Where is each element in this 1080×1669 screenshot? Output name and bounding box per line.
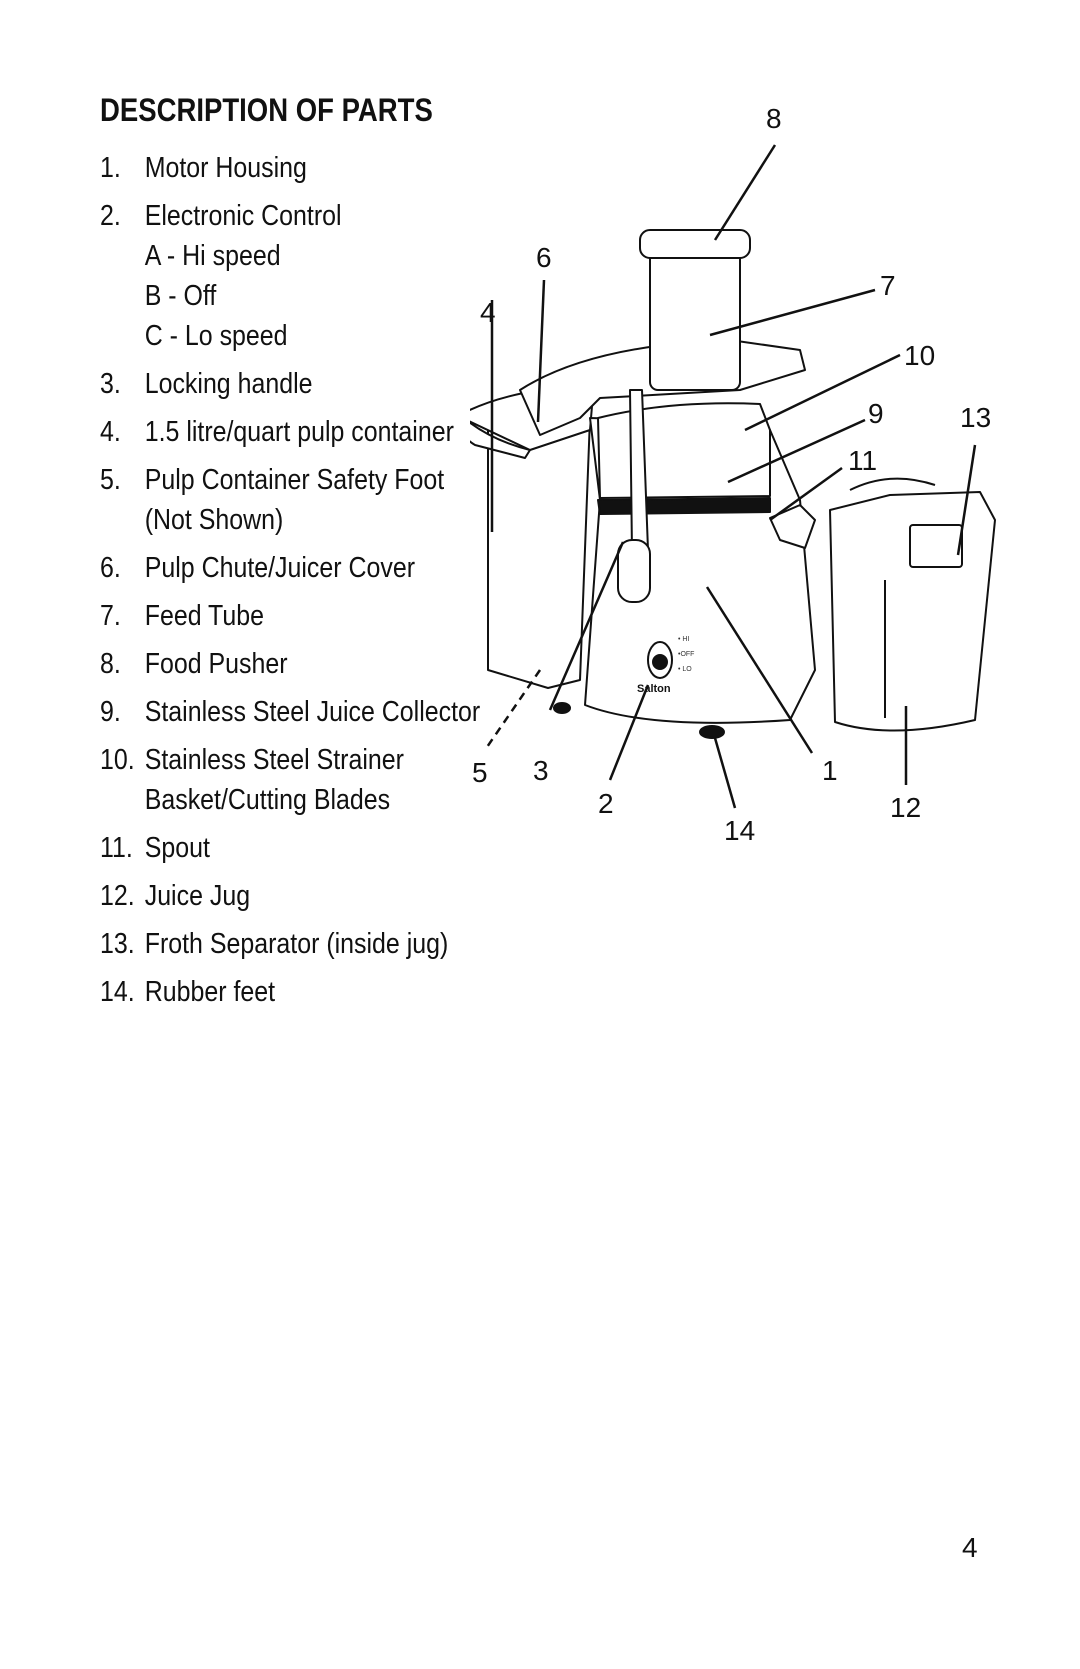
control-label-off: •OFF bbox=[678, 651, 694, 658]
rubber-foot bbox=[699, 725, 725, 739]
part-item: 1.Motor Housing bbox=[100, 152, 307, 184]
callout-8: 8 bbox=[766, 103, 782, 134]
brand-logo: Salton bbox=[637, 683, 671, 695]
callout-13: 13 bbox=[960, 402, 991, 433]
callout-9: 9 bbox=[868, 398, 884, 429]
page-number: 4 bbox=[962, 1532, 978, 1563]
page-title: DESCRIPTION OF PARTS bbox=[100, 92, 433, 128]
food-pusher bbox=[639, 229, 751, 259]
part-item: 6.Pulp Chute/Juicer Cover bbox=[100, 552, 416, 584]
callout-12: 12 bbox=[890, 792, 921, 823]
callout-11: 11 bbox=[848, 445, 877, 476]
part-item: 5.Pulp Container Safety Foot(Not Shown) bbox=[100, 464, 445, 536]
callout-6: 6 bbox=[536, 242, 552, 273]
juicer-diagram: • HI •OFF • LO Salton 8 6 7 4 10 9 13 11… bbox=[470, 103, 996, 846]
callout-1: 1 bbox=[822, 755, 838, 786]
control-label-lo: • LO bbox=[678, 666, 692, 673]
callout-2: 2 bbox=[598, 788, 614, 819]
callout-3: 3 bbox=[533, 755, 549, 786]
part-item: 8.Food Pusher bbox=[100, 648, 288, 680]
part-item: 7.Feed Tube bbox=[100, 600, 264, 632]
pulp-container bbox=[487, 411, 591, 689]
part-item: 12.Juice Jug bbox=[100, 880, 251, 912]
callout-5: 5 bbox=[472, 757, 488, 788]
part-item: 4.1.5 litre/quart pulp container bbox=[100, 416, 454, 448]
control-label-hi: • HI bbox=[678, 636, 689, 643]
part-item: 11.Spout bbox=[100, 832, 210, 864]
callout-4: 4 bbox=[480, 297, 496, 328]
part-item: 14.Rubber feet bbox=[100, 976, 276, 1008]
callout-10: 10 bbox=[904, 340, 935, 371]
part-item: 13.Froth Separator (inside jug) bbox=[100, 928, 449, 960]
spout bbox=[769, 504, 816, 549]
part-item: 9.Stainless Steel Juice Collector bbox=[100, 696, 481, 728]
feed-tube bbox=[649, 249, 741, 391]
part-item: 3.Locking handle bbox=[100, 368, 313, 400]
callout-7: 7 bbox=[880, 270, 896, 301]
callout-14: 14 bbox=[724, 815, 755, 846]
